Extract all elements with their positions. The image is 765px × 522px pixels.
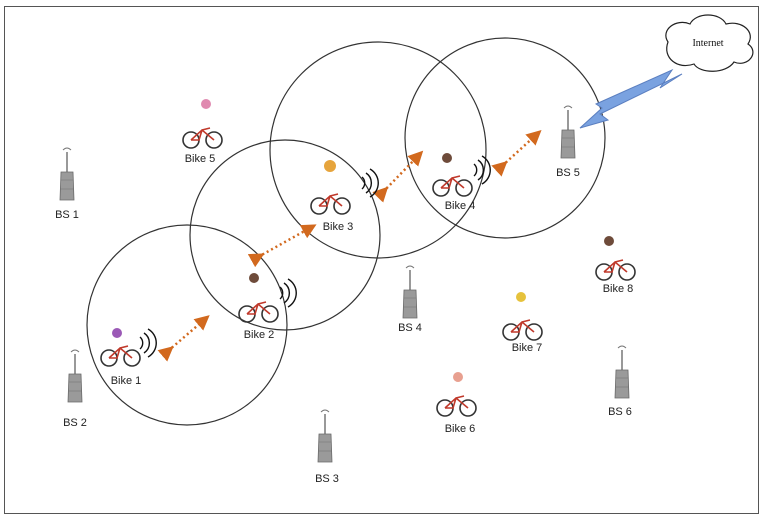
bicycle-icon (310, 193, 351, 215)
bs-label: BS 2 (63, 417, 87, 429)
bike-7[interactable]: Bike 7 (502, 292, 543, 354)
signal-icon (139, 328, 157, 358)
base-station-bs6[interactable]: BS 6 (608, 345, 632, 418)
bike-2[interactable]: Bike 2 (238, 273, 297, 341)
tower-icon (402, 265, 418, 319)
coverage-circle-bike1 (86, 224, 288, 426)
bicycle-icon (432, 175, 473, 197)
bike-label: Bike 4 (445, 200, 476, 212)
internet-label: Internet (692, 38, 723, 49)
tower-icon (560, 105, 576, 159)
coverage-circle-bike2 (189, 139, 381, 331)
bike-3[interactable]: Bike 3 (310, 160, 379, 233)
rider-icon (324, 160, 336, 172)
bicycle-icon (182, 127, 223, 149)
bs-label: BS 3 (315, 473, 339, 485)
bs-label: BS 5 (556, 167, 580, 179)
coverage-circle-bike3 (269, 41, 487, 259)
rider-icon (442, 153, 452, 163)
signal-icon (279, 278, 297, 308)
bike-6[interactable]: Bike 6 (436, 372, 477, 435)
bike-label: Bike 8 (603, 283, 634, 295)
bike-label: Bike 5 (185, 153, 216, 165)
link-bike2-bike3 (247, 224, 317, 268)
bike-label: Bike 2 (244, 329, 275, 341)
bicycle-icon (595, 259, 636, 281)
bicycle-icon (502, 319, 543, 341)
bike-label: Bike 1 (111, 375, 142, 387)
bike-label: Bike 7 (512, 342, 543, 354)
bike-label: Bike 6 (445, 423, 476, 435)
bs-label: BS 6 (608, 406, 632, 418)
diagram-frame (4, 6, 759, 514)
tower-icon (614, 345, 630, 399)
bike-8[interactable]: Bike 8 (595, 236, 636, 295)
base-station-bs3[interactable]: BS 3 (315, 409, 339, 485)
rider-icon (201, 99, 211, 109)
internet-cloud[interactable]: Internet (665, 14, 754, 72)
base-station-bs4[interactable]: BS 4 (398, 265, 422, 334)
bicycle-icon (238, 301, 279, 323)
bicycle-icon (436, 395, 477, 417)
bicycle-icon (100, 345, 141, 367)
base-station-bs1[interactable]: BS 1 (55, 147, 79, 221)
base-station-bs5[interactable]: BS 5 (556, 105, 580, 179)
link-bike4-bs5 (491, 129, 542, 177)
rider-icon (112, 328, 122, 338)
rider-icon (249, 273, 259, 283)
bs-label: BS 4 (398, 322, 422, 334)
bike-1[interactable]: Bike 1 (100, 328, 157, 387)
bike-5[interactable]: Bike 5 (182, 99, 223, 165)
tower-icon (317, 409, 333, 463)
rider-icon (453, 372, 463, 382)
bike-label: Bike 3 (323, 221, 354, 233)
coverage-circle-bike4 (404, 37, 606, 239)
uplink-arrow (579, 68, 683, 129)
bike-4[interactable]: Bike 4 (432, 153, 491, 212)
link-bike3-bike4 (372, 150, 424, 203)
bs-label: BS 1 (55, 209, 79, 221)
base-station-bs2[interactable]: BS 2 (63, 349, 87, 429)
rider-icon (604, 236, 614, 246)
rider-icon (516, 292, 526, 302)
tower-icon (59, 147, 75, 201)
tower-icon (67, 349, 83, 403)
link-bike1-bike2 (157, 315, 210, 362)
